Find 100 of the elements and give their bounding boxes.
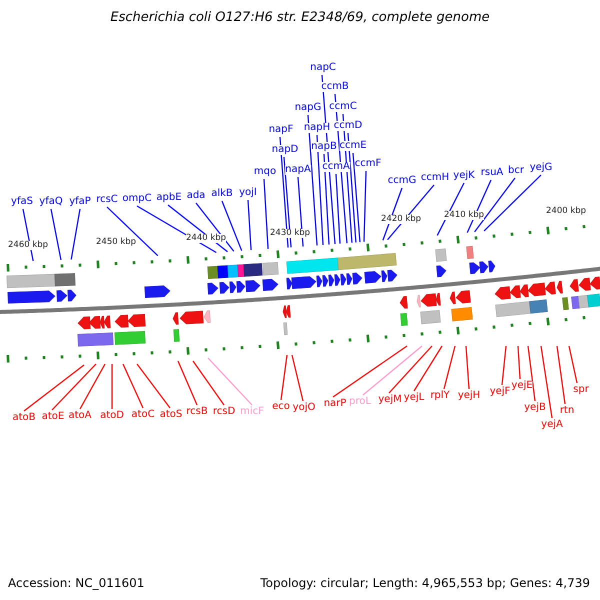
gene-label: ccmH [420, 173, 450, 183]
leader-line [443, 346, 456, 390]
gene-label: alkB [211, 189, 233, 199]
gene-label: yfaQ [39, 197, 63, 207]
scale-label: 2460 kbp [8, 241, 48, 250]
gene-label: yejM [378, 395, 402, 405]
leader-line [196, 202, 234, 252]
gene-label: eco [272, 402, 290, 412]
leader-line [122, 364, 144, 408]
leader-line [247, 200, 252, 250]
gene-label: ccmE [339, 141, 367, 151]
leader-line [136, 364, 170, 408]
scale-label: 2420 kbp [381, 215, 422, 224]
leader-line [291, 354, 304, 402]
gene-label: napC [310, 63, 336, 73]
leader-line [414, 346, 442, 392]
gene-label: ada [186, 191, 206, 201]
gene-label: yejK [453, 171, 475, 181]
leader-line [106, 206, 158, 256]
gene-label: ccmC [329, 102, 357, 112]
leader-line [540, 346, 553, 418]
leader-line [568, 346, 578, 384]
leader-line [347, 132, 356, 242]
gene-label: napG [294, 103, 322, 113]
gene-label: napD [272, 145, 298, 155]
leader-line [316, 134, 324, 246]
gene-label: yfaP [69, 197, 91, 207]
leader-line [323, 154, 330, 245]
leader-line [474, 178, 516, 232]
leader-line [465, 346, 470, 390]
leader-line [363, 170, 367, 242]
gene-label: yojI [239, 188, 257, 198]
gene-label: narP [324, 399, 346, 409]
gene-label: spr [573, 385, 589, 395]
leader-line [466, 180, 492, 233]
gene-label: napB [311, 142, 337, 152]
leader-line [283, 156, 292, 248]
leader-line [332, 346, 408, 398]
footer-text: Topology: circular; Length: 4,965,553 bp; Genes: 4,739 [260, 577, 590, 589]
leader-line [352, 152, 361, 242]
gene-label: rtn [560, 406, 574, 416]
gene-label: atoB [12, 413, 36, 423]
leader-line [297, 176, 304, 247]
leader-line [556, 346, 566, 404]
gene-label: rcsB [186, 407, 208, 417]
leader-line [70, 208, 81, 260]
gene-label: apbE [156, 193, 182, 203]
gene-label: rcsC [96, 195, 118, 205]
gene-label: bcr [508, 166, 524, 176]
gene-label: yojO [292, 403, 316, 413]
gene-label: ccmA [322, 162, 350, 172]
scale-label: 2450 kbp [96, 238, 136, 246]
gene-label: napA [285, 165, 311, 175]
scale-label: 2440 kbp [186, 234, 226, 242]
gene-label: rplY [430, 391, 450, 401]
gene-label: yejL [404, 393, 424, 403]
gene-label: yejA [541, 420, 563, 430]
gene-label: yejH [458, 391, 480, 401]
gene-label: napH [304, 123, 330, 133]
leader-line [335, 174, 341, 244]
leader-line [307, 114, 318, 246]
gene-label: atoE [42, 412, 64, 422]
leader-line [527, 346, 536, 402]
gene-label: yfaS [11, 197, 33, 207]
leader-line [50, 208, 62, 260]
gene-label: micF [240, 407, 264, 417]
gene-label: atoS [160, 410, 182, 420]
leader-line [111, 364, 113, 409]
leader-line [280, 354, 288, 400]
leader-line [79, 364, 106, 410]
leader-line [362, 346, 422, 396]
leader-line [192, 360, 224, 406]
title: Escherichia coli O127:H6 str. E2348/69, complete genome [110, 11, 490, 24]
leader-line [221, 200, 242, 251]
leader-line [177, 360, 198, 406]
leader-line [388, 346, 432, 394]
gene-label: napF [268, 125, 294, 135]
leader-line [263, 178, 269, 249]
gene-label: atoA [68, 411, 92, 421]
scale-label: 2400 kbp [546, 207, 586, 216]
gene-label: mqo [254, 167, 276, 177]
gene-label: yejF [490, 387, 510, 397]
gene-label: yejB [524, 403, 546, 413]
leader-line [24, 364, 84, 412]
gene-label: ccmF [354, 159, 382, 169]
leader-line [208, 358, 252, 406]
gene-label: rsuA [480, 168, 504, 178]
gene-label: rcsD [212, 407, 236, 417]
leader-line [484, 174, 542, 232]
gene-label: ccmB [321, 82, 349, 92]
gene-label: atoD [100, 411, 124, 421]
gene-label: yejE [511, 381, 533, 391]
leader-line [52, 364, 96, 410]
gene-label: ompC [122, 194, 152, 204]
gene-label: proL [349, 397, 371, 407]
gene-label: ccmD [334, 121, 362, 131]
scale-label: 2410 kbp [444, 211, 484, 220]
scale-label: 2430 kbp [270, 229, 310, 238]
footer-text: Accession: NC_011601 [8, 577, 144, 589]
leader-line [517, 346, 521, 380]
